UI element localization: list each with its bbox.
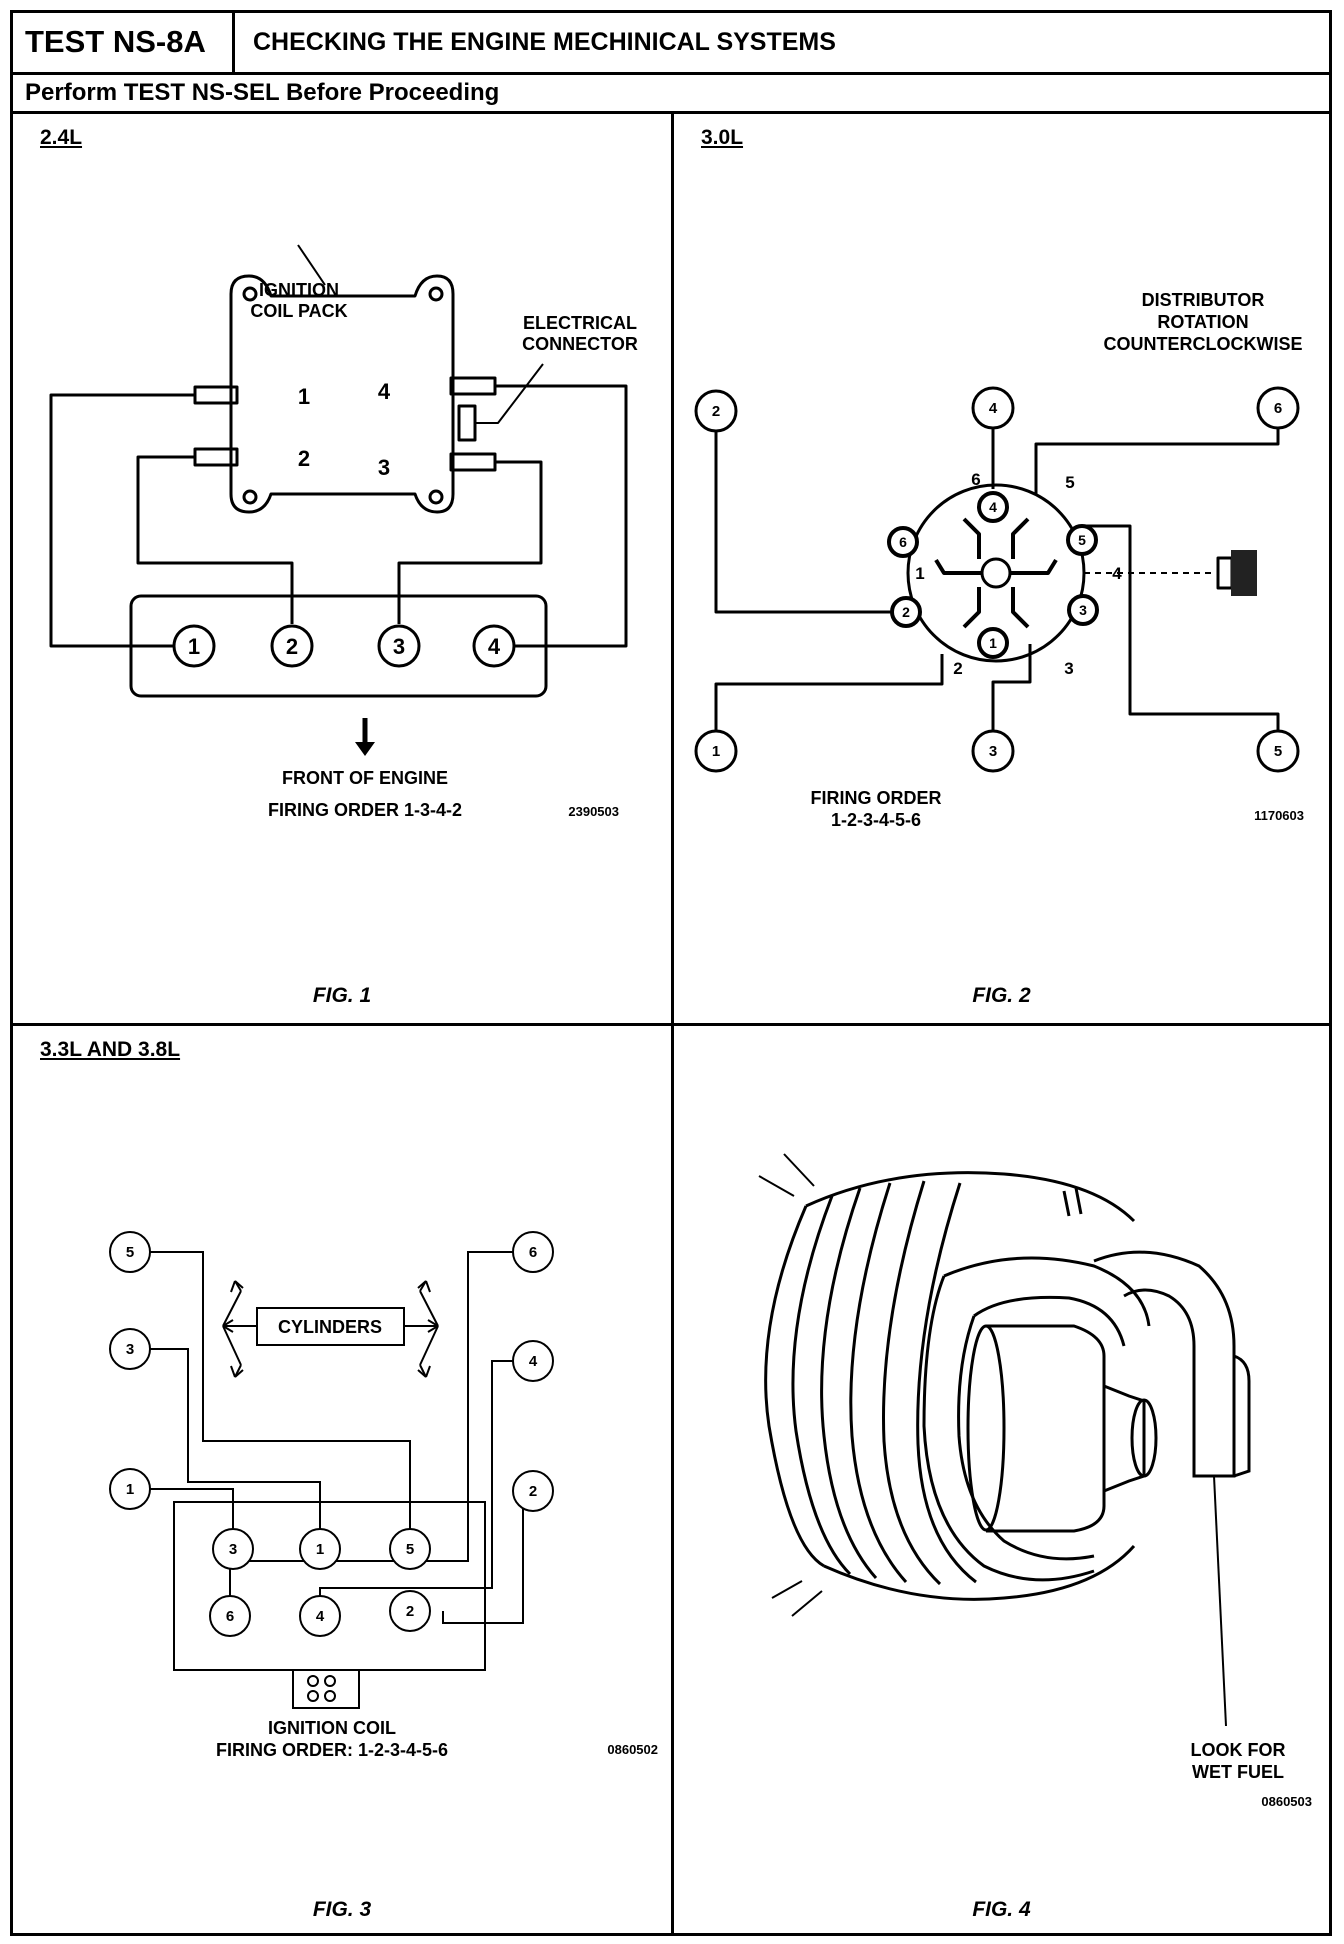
fig1-firing-order: FIRING ORDER 1-3-4-2	[268, 800, 462, 820]
fig4-code: 0860503	[1261, 1794, 1312, 1809]
fig3-cylinders-label: CYLINDERS	[278, 1317, 382, 1337]
page-title: CHECKING THE ENGINE MECHINICAL SYSTEMS	[253, 28, 836, 56]
arrow-down-icon	[355, 742, 375, 756]
fig2-rotation-3: COUNTERCLOCKWISE	[1104, 334, 1303, 354]
fig3-coil-label: IGNITION COIL	[268, 1718, 396, 1738]
fig1-coil-label-1: IGNITION	[259, 280, 339, 300]
fig1-panel: 2.4L	[13, 114, 674, 1026]
page-subtitle: Perform TEST NS-SEL Before Proceeding	[13, 75, 1329, 114]
fig2-engine-label: 3.0L	[701, 126, 744, 149]
cap-num-5: 5	[1065, 473, 1074, 492]
fig3-panel: 3.3L AND 3.8L	[13, 1026, 674, 1933]
fig3-right-cyl-2: 2	[529, 1483, 537, 1500]
fig1-connector-label-2: CONNECTOR	[522, 334, 638, 354]
fig1-front-label: FRONT OF ENGINE	[282, 768, 448, 788]
fig2-cyl-3: 3	[989, 743, 997, 760]
fig2-caption: FIG. 2	[972, 984, 1031, 1007]
fig2-cyl-5: 5	[1274, 743, 1282, 760]
fig2-cyl-1: 1	[712, 743, 720, 760]
fig4-caption: FIG. 4	[972, 1898, 1031, 1921]
fig3-left-cyl-1: 1	[126, 1481, 134, 1498]
cap-num-6: 6	[971, 470, 980, 489]
fig4-spark-plug-boot-illustration: LOOK FOR WET FUEL 0860503	[758, 1153, 1312, 1809]
fig1-terminal-3: 3	[378, 455, 390, 480]
cap-num-3: 3	[1064, 659, 1073, 678]
fig1-cyl-1: 1	[188, 634, 200, 659]
svg-text:4: 4	[989, 499, 997, 515]
fig3-block-4: 4	[316, 1608, 325, 1625]
fig3-caption: FIG. 3	[312, 1898, 372, 1921]
fig4-panel: LOOK FOR WET FUEL 0860503 FIG. 4	[674, 1026, 1329, 1933]
fig4-look-1: LOOK FOR	[1191, 1740, 1286, 1760]
svg-text:1: 1	[989, 635, 997, 651]
fig3-left-cyl-3: 3	[126, 1341, 134, 1358]
test-page: TEST NS-8A CHECKING THE ENGINE MECHINICA…	[10, 10, 1332, 1936]
fig1-caption: FIG. 1	[312, 984, 372, 1007]
fig1-cyl-3: 3	[393, 634, 405, 659]
fig2-distributor-diagram: 645 213 1 2 3 4 5 6 2 4 6 1 3	[694, 290, 1304, 830]
svg-text:2: 2	[902, 604, 910, 620]
fig3-block-2: 2	[406, 1603, 414, 1620]
fig4-look-2: WET FUEL	[1192, 1762, 1284, 1782]
fig3-block-3: 3	[229, 1541, 237, 1558]
fig3-block-1: 1	[316, 1541, 324, 1558]
engine-block	[173, 1501, 486, 1671]
fig2-rotation-2: ROTATION	[1157, 312, 1248, 332]
svg-text:6: 6	[899, 534, 907, 550]
svg-text:3: 3	[1079, 602, 1087, 618]
fig1-connector-label-1: ELECTRICAL	[523, 313, 637, 333]
fig2-code: 1170603	[1254, 808, 1304, 823]
cap-num-1: 1	[915, 564, 924, 583]
fig3-right-cyl-4: 4	[529, 1353, 538, 1370]
fig1-code: 2390503	[568, 804, 619, 819]
fig3-code: 0860502	[607, 1742, 658, 1757]
fig1-terminal-4: 4	[378, 379, 391, 404]
fig1-terminal-2: 2	[298, 446, 310, 471]
fig3-firing-order: FIRING ORDER: 1-2-3-4-5-6	[216, 1740, 448, 1760]
fig3-block-6: 6	[226, 1608, 234, 1625]
fig3-left-cyl-5: 5	[126, 1244, 134, 1261]
header-row: TEST NS-8A CHECKING THE ENGINE MECHINICA…	[13, 13, 1329, 75]
fig2-cyl-6: 6	[1274, 400, 1282, 417]
fig2-cyl-4: 4	[989, 400, 998, 417]
fig1-cyl-2: 2	[286, 634, 298, 659]
fig1-terminal-1: 1	[298, 384, 310, 409]
cap-num-2: 2	[953, 659, 962, 678]
fig3-right-cyl-6: 6	[529, 1244, 537, 1261]
fig3-block-5: 5	[406, 1541, 414, 1558]
fig2-cyl-2: 2	[712, 403, 720, 420]
fig3-engine-label: 3.3L AND 3.8L	[40, 1038, 181, 1061]
fig1-cyl-4: 4	[488, 634, 501, 659]
cap-num-4: 4	[1112, 564, 1122, 583]
svg-text:5: 5	[1078, 532, 1086, 548]
fig2-firing-order-1: FIRING ORDER	[810, 788, 941, 808]
test-id: TEST NS-8A	[13, 13, 235, 72]
fig1-engine-label: 2.4L	[40, 126, 83, 149]
fig2-firing-order-2: 1-2-3-4-5-6	[831, 810, 921, 830]
fig3-coil-diagram: 5 3 1 6 4 2 3 1 5 6 4 2 CYLINDERS IGNITI…	[109, 1231, 658, 1760]
fig2-panel: 3.0L	[674, 114, 1329, 1026]
fig2-rotation-1: DISTRIBUTOR	[1142, 290, 1265, 310]
fig1-coil-pack-diagram: 1 2 3 4 1 2 3 4 IGNITION COIL PACK ELECT…	[49, 244, 638, 820]
fig1-coil-label-2: COIL PACK	[250, 301, 347, 321]
